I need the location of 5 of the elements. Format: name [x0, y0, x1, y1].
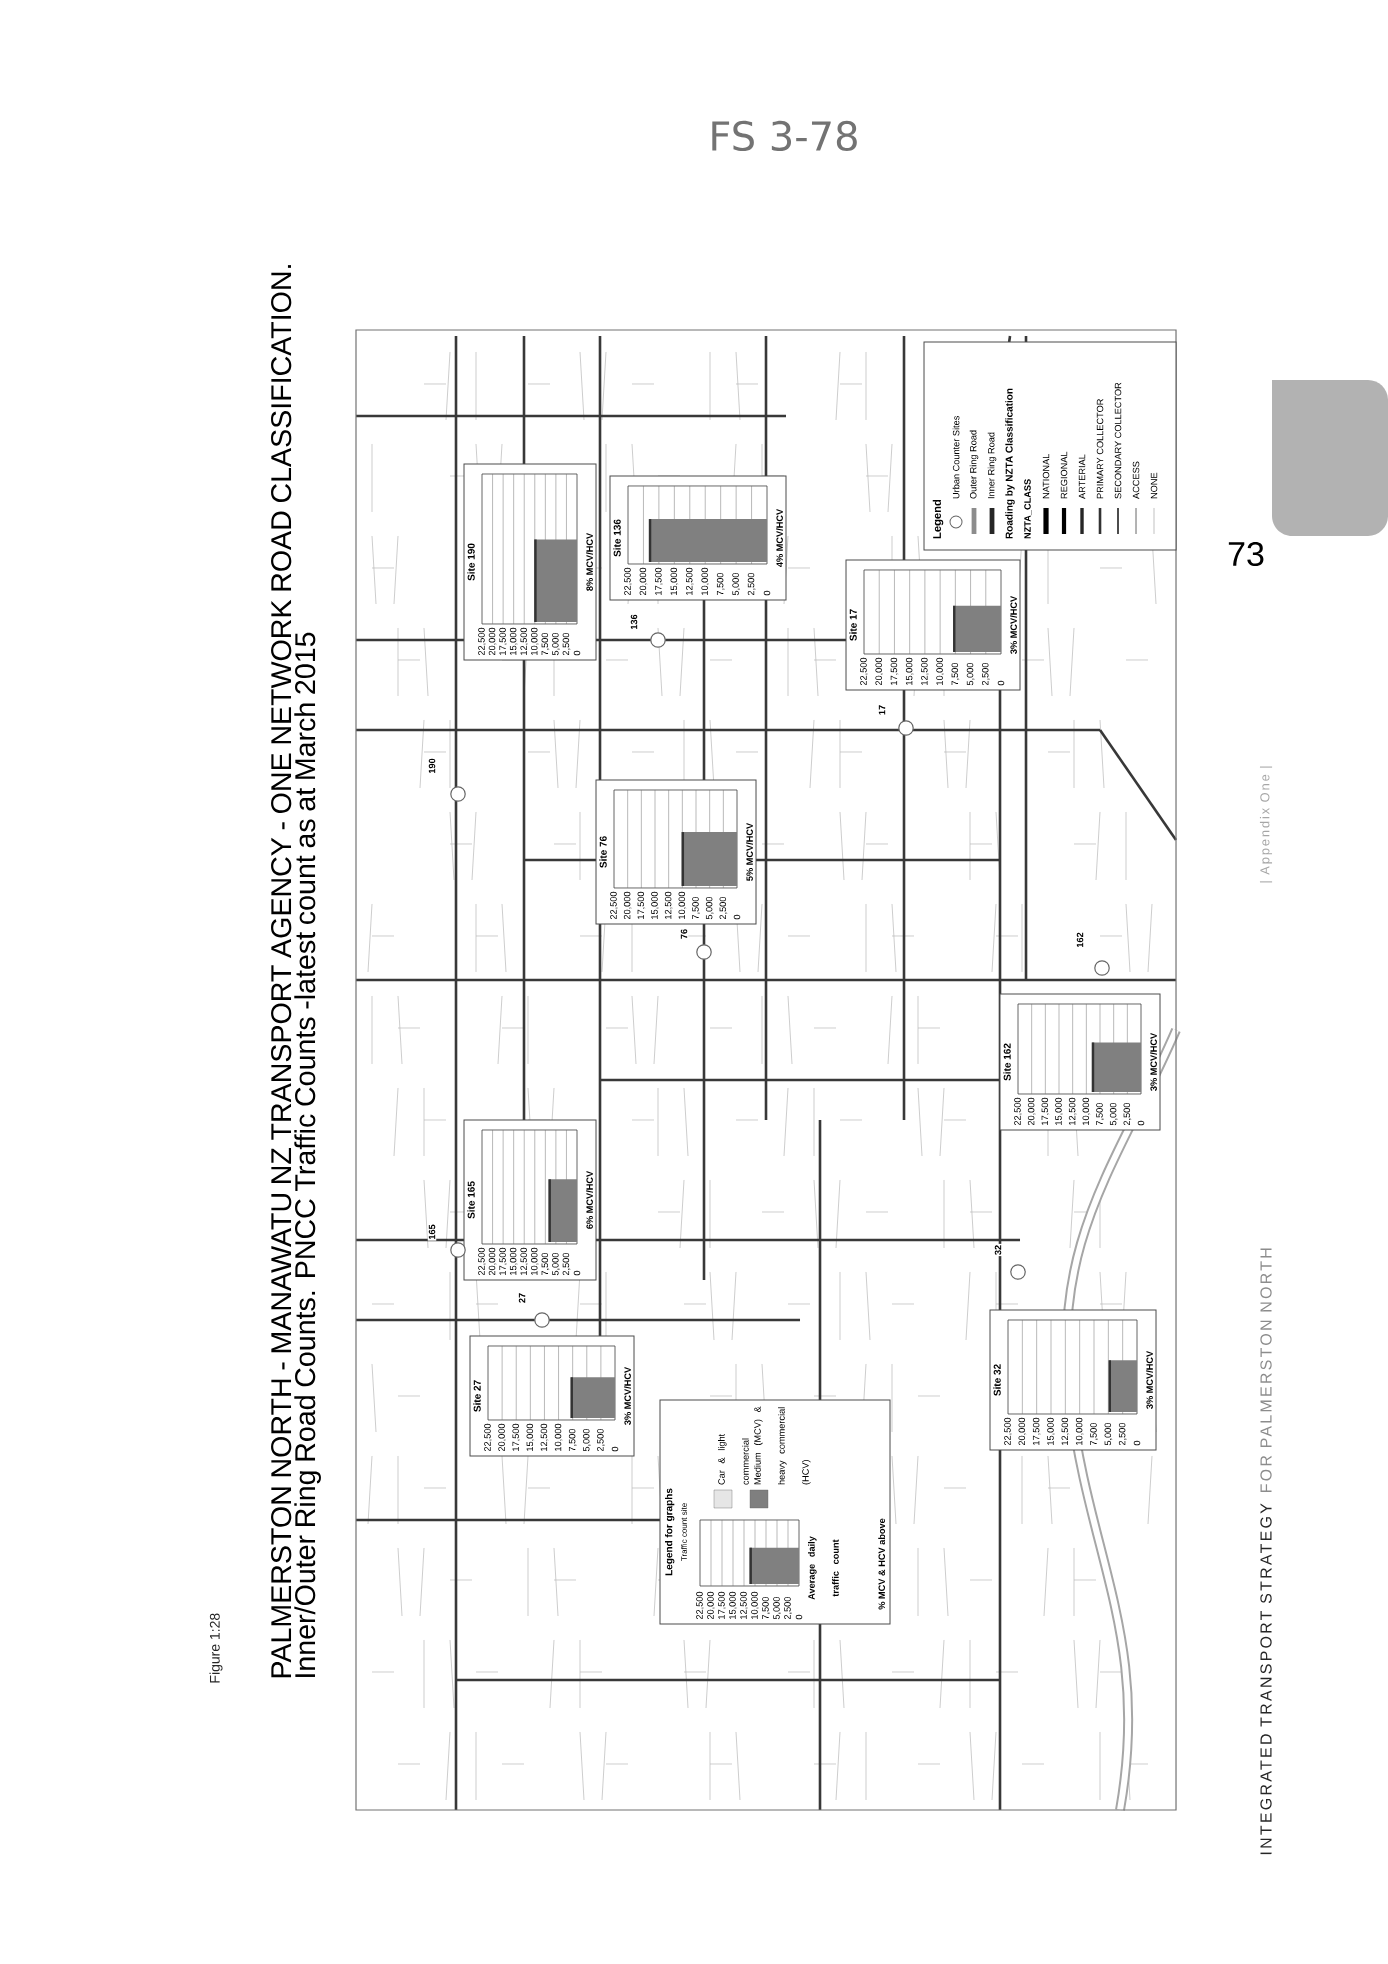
footer-text: FOR PALMERSTON NORTH	[1260, 1248, 1272, 1492]
figure-title: PALMERSTON NORTH - MANAWATU NZ TRANSPORT AGENCY - ONE NETWORK ROAD CLASSIFICATION. Inner/Outer Ring Road Counts. PNCC Traffic Counts -latest count as at March 2015	[271, 265, 321, 1678]
footer-text: INTEGRATED TRANSPORT STRATEGY	[1260, 1503, 1272, 1855]
handwritten-note: FS 3-78	[712, 120, 857, 152]
page-number: 73	[1228, 541, 1264, 567]
